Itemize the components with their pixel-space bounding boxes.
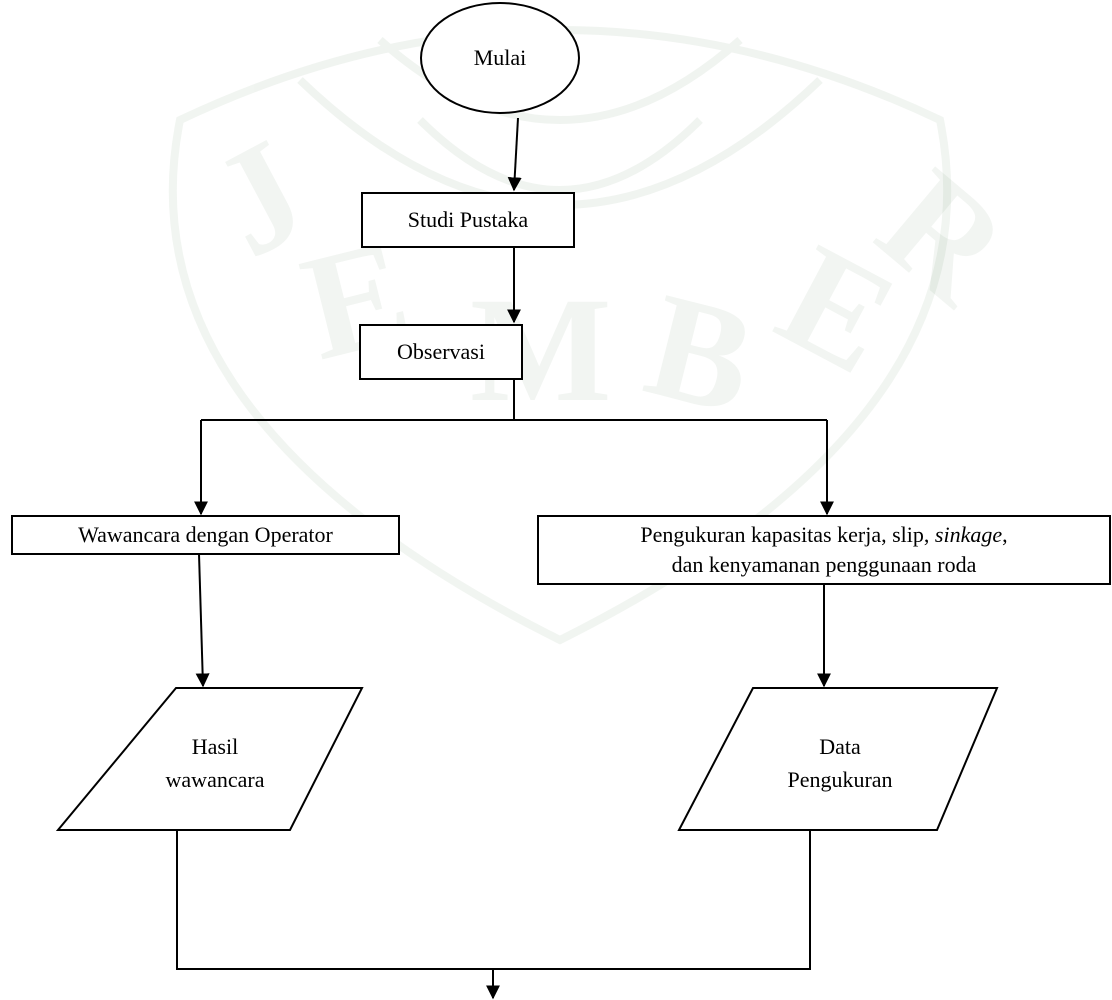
literature-study-box: Studi Pustaka [361, 192, 575, 248]
arrow-interview-to-result [195, 553, 210, 688]
measurement-label-line2: dan kenyamanan penggunaan roda [671, 552, 977, 577]
interview-result-label: Hasil wawancara [165, 734, 265, 792]
measurement-label-line1b: , [1002, 522, 1008, 548]
measurement-data-parallelogram [677, 687, 999, 831]
start-terminal: Mulai [420, 2, 580, 114]
measurement-label-sinkage: sinkage [934, 522, 1003, 548]
measurement-label: Pengukuran kapasitas kerja, slip, sinkag… [640, 520, 1007, 579]
interview-label: Wawancara dengan Operator [78, 522, 333, 548]
observation-box: Observasi [359, 324, 523, 380]
interview-result-parallelogram [55, 687, 364, 831]
literature-study-label: Studi Pustaka [407, 207, 529, 233]
measurement-data-label: Data Pengukuran [787, 734, 893, 792]
measurement-label-line1a: Pengukuran kapasitas kerja, slip, [640, 522, 935, 548]
interview-box: Wawancara dengan Operator [11, 515, 400, 555]
connector-merge [176, 830, 811, 970]
arrow-start-to-literature [507, 117, 522, 192]
observation-label: Observasi [397, 339, 485, 365]
start-label: Mulai [473, 45, 527, 71]
measurement-box: Pengukuran kapasitas kerja, slip, sinkag… [537, 515, 1111, 585]
